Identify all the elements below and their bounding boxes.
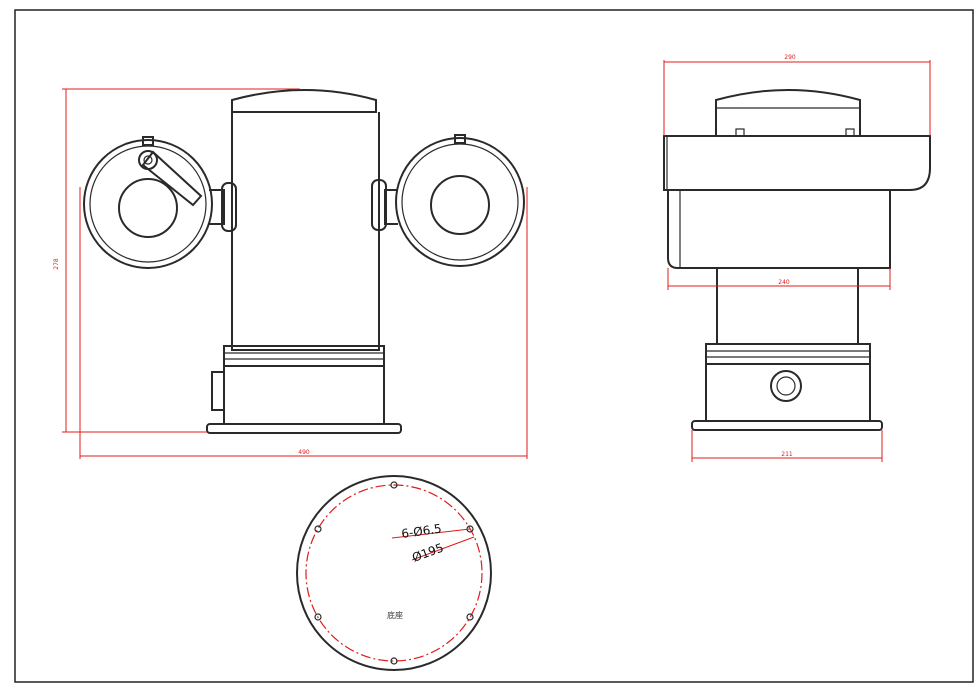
front-foot: [206, 423, 402, 434]
side-view: 290 240 211: [663, 54, 931, 462]
left-lamp-lens: [118, 178, 178, 238]
front-body: [231, 112, 380, 351]
hole-label: 6-Ø6.5: [400, 521, 442, 541]
drawing-frame: [14, 9, 974, 683]
side-body-width-dim: 240: [778, 279, 790, 286]
front-dome: [231, 89, 377, 113]
front-height-dim: 278: [53, 258, 60, 270]
bolt-hole: [314, 525, 322, 533]
bolt-hole: [314, 613, 322, 621]
base-outer-circle: [296, 475, 492, 671]
side-foot: [691, 420, 883, 431]
side-base: [705, 364, 871, 422]
side-dome: [715, 89, 861, 136]
side-top-width-dim: 290: [784, 54, 796, 61]
right-lamp-lens: [430, 175, 490, 235]
front-base: [223, 366, 385, 425]
side-base-width-dim: 211: [781, 451, 793, 458]
left-lamp-housing: [83, 139, 213, 269]
side-housing: [667, 190, 891, 269]
front-width-dim: 490: [298, 449, 310, 456]
bolt-hole: [390, 657, 398, 665]
base-caption: 底座: [387, 610, 403, 620]
right-lamp-housing: [395, 137, 525, 267]
bolt-hole: [466, 613, 474, 621]
front-collar: [223, 345, 385, 367]
front-view: 278 490: [53, 88, 528, 459]
base-view: 6-Ø6.5 Ø195 底座: [296, 475, 492, 671]
side-visor: [663, 135, 931, 191]
side-collar: [705, 343, 871, 365]
bolt-hole: [390, 481, 398, 489]
bolt-circle: [305, 484, 483, 662]
circle-label: Ø195: [410, 541, 445, 565]
